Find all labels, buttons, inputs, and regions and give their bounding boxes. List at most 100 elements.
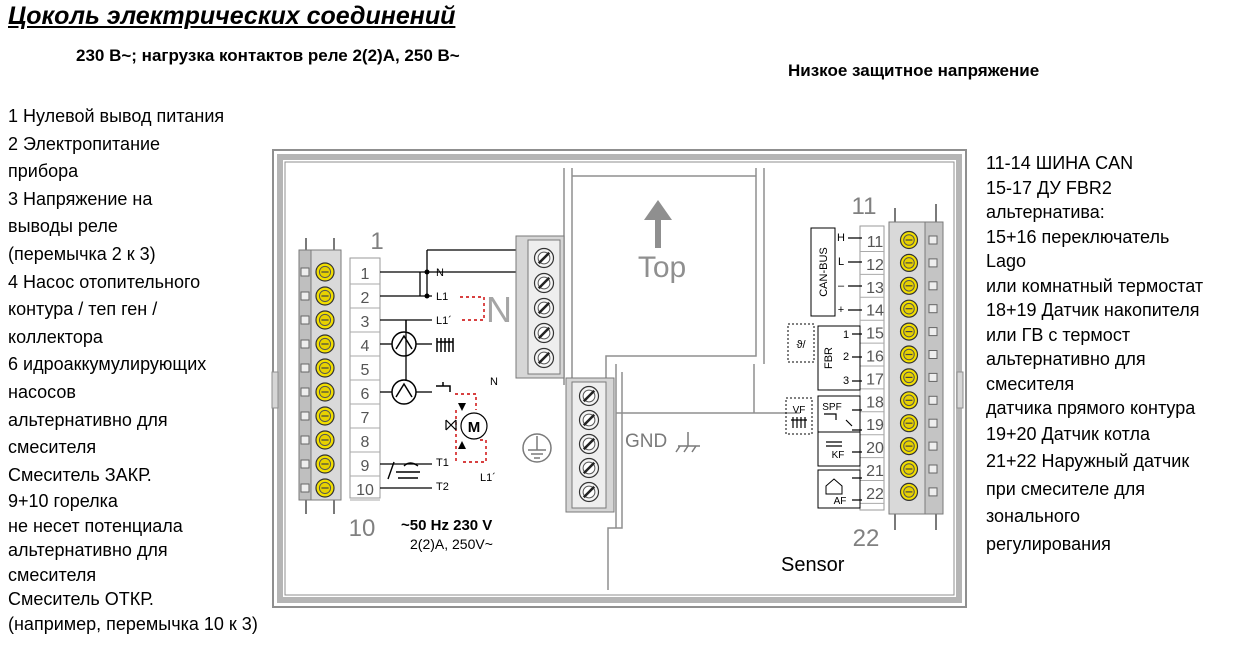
canbus-box: CAN-BUS H L – + <box>810 227 862 317</box>
canbus-pin: – <box>838 280 845 292</box>
left-terminal-number: 3 <box>361 314 370 331</box>
legend-line: контура / теп ген / <box>8 299 158 320</box>
terminal-screw <box>533 322 555 344</box>
legend-line: 15-17 ДУ FBR2 <box>986 177 1112 198</box>
left-terminal-number: 8 <box>361 434 370 451</box>
terminal-screw <box>315 430 335 450</box>
terminal-screw <box>899 437 919 456</box>
legend-line: Смеситель ЗАКР. <box>8 464 152 485</box>
relay-dashed <box>455 296 487 463</box>
housing-frame <box>271 149 967 608</box>
left-block-first-number: 1 <box>370 228 383 255</box>
right-block-first-number: 11 <box>852 193 877 220</box>
left-terminal-strip <box>298 238 342 514</box>
fbr-box: FBR 1 2 3 ϑ/ <box>787 323 862 391</box>
legend-line: альтернативно для <box>986 349 1146 369</box>
terminal-slot <box>300 291 310 301</box>
right-terminal-number: 17 <box>866 371 884 388</box>
page-title: Цоколь электрических соединений <box>8 2 456 30</box>
terminal-slot <box>928 258 938 268</box>
tap-icon <box>436 382 451 392</box>
legend-line: датчика прямого контура <box>986 398 1196 418</box>
right-terminal-number: 18 <box>866 394 884 411</box>
left-terminal-number: 6 <box>361 386 370 403</box>
sensor-box: SPF KF VF <box>785 395 862 467</box>
terminal-slot <box>928 327 938 337</box>
right-terminal-number: 16 <box>866 349 884 366</box>
right-block-last-number: 22 <box>853 525 880 552</box>
mains-terminal-block <box>515 235 565 379</box>
terminal-screw <box>533 347 555 369</box>
legend-line: или ГВ с термост <box>986 324 1131 345</box>
left-terminal-number: 2 <box>361 290 370 307</box>
vf-label: VF <box>793 405 806 416</box>
legend-line: 18+19 Датчик накопителя <box>986 300 1200 320</box>
right-terminal-number: 14 <box>866 303 884 320</box>
low-voltage-title: Низкое защитное напряжение <box>788 61 1040 80</box>
right-terminal-number: 21 <box>866 463 884 480</box>
terminal-slot <box>928 487 938 497</box>
left-terminal-number: 7 <box>361 410 370 427</box>
legend-line: (например, перемычка 10 к 3) <box>8 613 258 634</box>
legend-line: 15+16 переключатель <box>986 226 1170 247</box>
legend-line: смесителя <box>986 373 1075 394</box>
wire-label-l1-prime-2: L1´ <box>480 472 496 484</box>
terminal-screw <box>899 368 919 387</box>
terminal-slot <box>928 372 938 382</box>
legend-line: насосов <box>8 381 76 402</box>
wire-label-t1: T1 <box>436 457 449 469</box>
legend-line: смесителя <box>8 437 97 458</box>
terminal-screw <box>533 247 555 269</box>
motor-label: M <box>468 419 481 436</box>
legend-line: 11-14 ШИНА CAN <box>986 153 1134 173</box>
mains-label: ~50 Hz 230 V <box>401 517 492 534</box>
chassis-ground-icon <box>675 432 700 453</box>
sensor-label: Sensor <box>781 554 845 576</box>
legend-line: или комнатный термостат <box>986 275 1204 296</box>
gnd-label: GND <box>625 431 667 452</box>
terminal-screw <box>533 272 555 294</box>
terminal-slot <box>928 395 938 405</box>
outdoor-sensor-box: AF <box>817 469 862 509</box>
top-arrow-icon <box>644 200 672 248</box>
canbus-pin: + <box>838 304 844 316</box>
kf-label: KF <box>832 450 845 461</box>
ground-symbol-icon <box>522 433 552 463</box>
terminal-screw <box>899 391 919 410</box>
junction-dot <box>424 293 430 299</box>
canbus-label: CAN-BUS <box>818 247 830 297</box>
terminal-screw <box>315 382 335 402</box>
terminal-screw <box>578 457 600 479</box>
legend-line: 9+10 горелка <box>8 491 118 512</box>
left-terminal-number: 5 <box>361 362 370 379</box>
terminal-screw <box>315 286 335 306</box>
legend-line: альтернативно для <box>8 409 168 430</box>
terminal-screw <box>899 482 919 501</box>
right-terminal-number: 22 <box>866 486 884 503</box>
legend-line: выводы реле <box>8 216 118 237</box>
legend-line: смесителя <box>8 564 97 585</box>
terminal-screw <box>315 478 335 498</box>
wire-label-l1-prime: L1´ <box>436 315 452 327</box>
terminal-screw <box>315 358 335 378</box>
right-terminal-number: 15 <box>866 326 884 343</box>
terminal-slot <box>928 304 938 314</box>
terminal-screw <box>315 406 335 426</box>
legend-line: альтернатива: <box>986 202 1105 222</box>
legend-line: при смесителе для <box>986 478 1145 499</box>
terminal-screw <box>578 433 600 455</box>
terminal-slot <box>928 441 938 451</box>
spf-label: SPF <box>822 402 841 413</box>
legend-line: 21+22 Наружный датчик <box>986 451 1190 472</box>
canbus-pin: L <box>838 256 844 268</box>
terminal-slot <box>928 350 938 359</box>
fbr-label: FBR <box>823 347 835 369</box>
legend-line: зонального <box>986 506 1081 527</box>
left-terminal-number: 9 <box>361 458 370 475</box>
terminal-slot <box>928 464 938 474</box>
pump-icon <box>391 379 417 405</box>
legend-line: (перемычка 2 к 3) <box>8 243 156 264</box>
legend-line: прибора <box>8 161 79 182</box>
